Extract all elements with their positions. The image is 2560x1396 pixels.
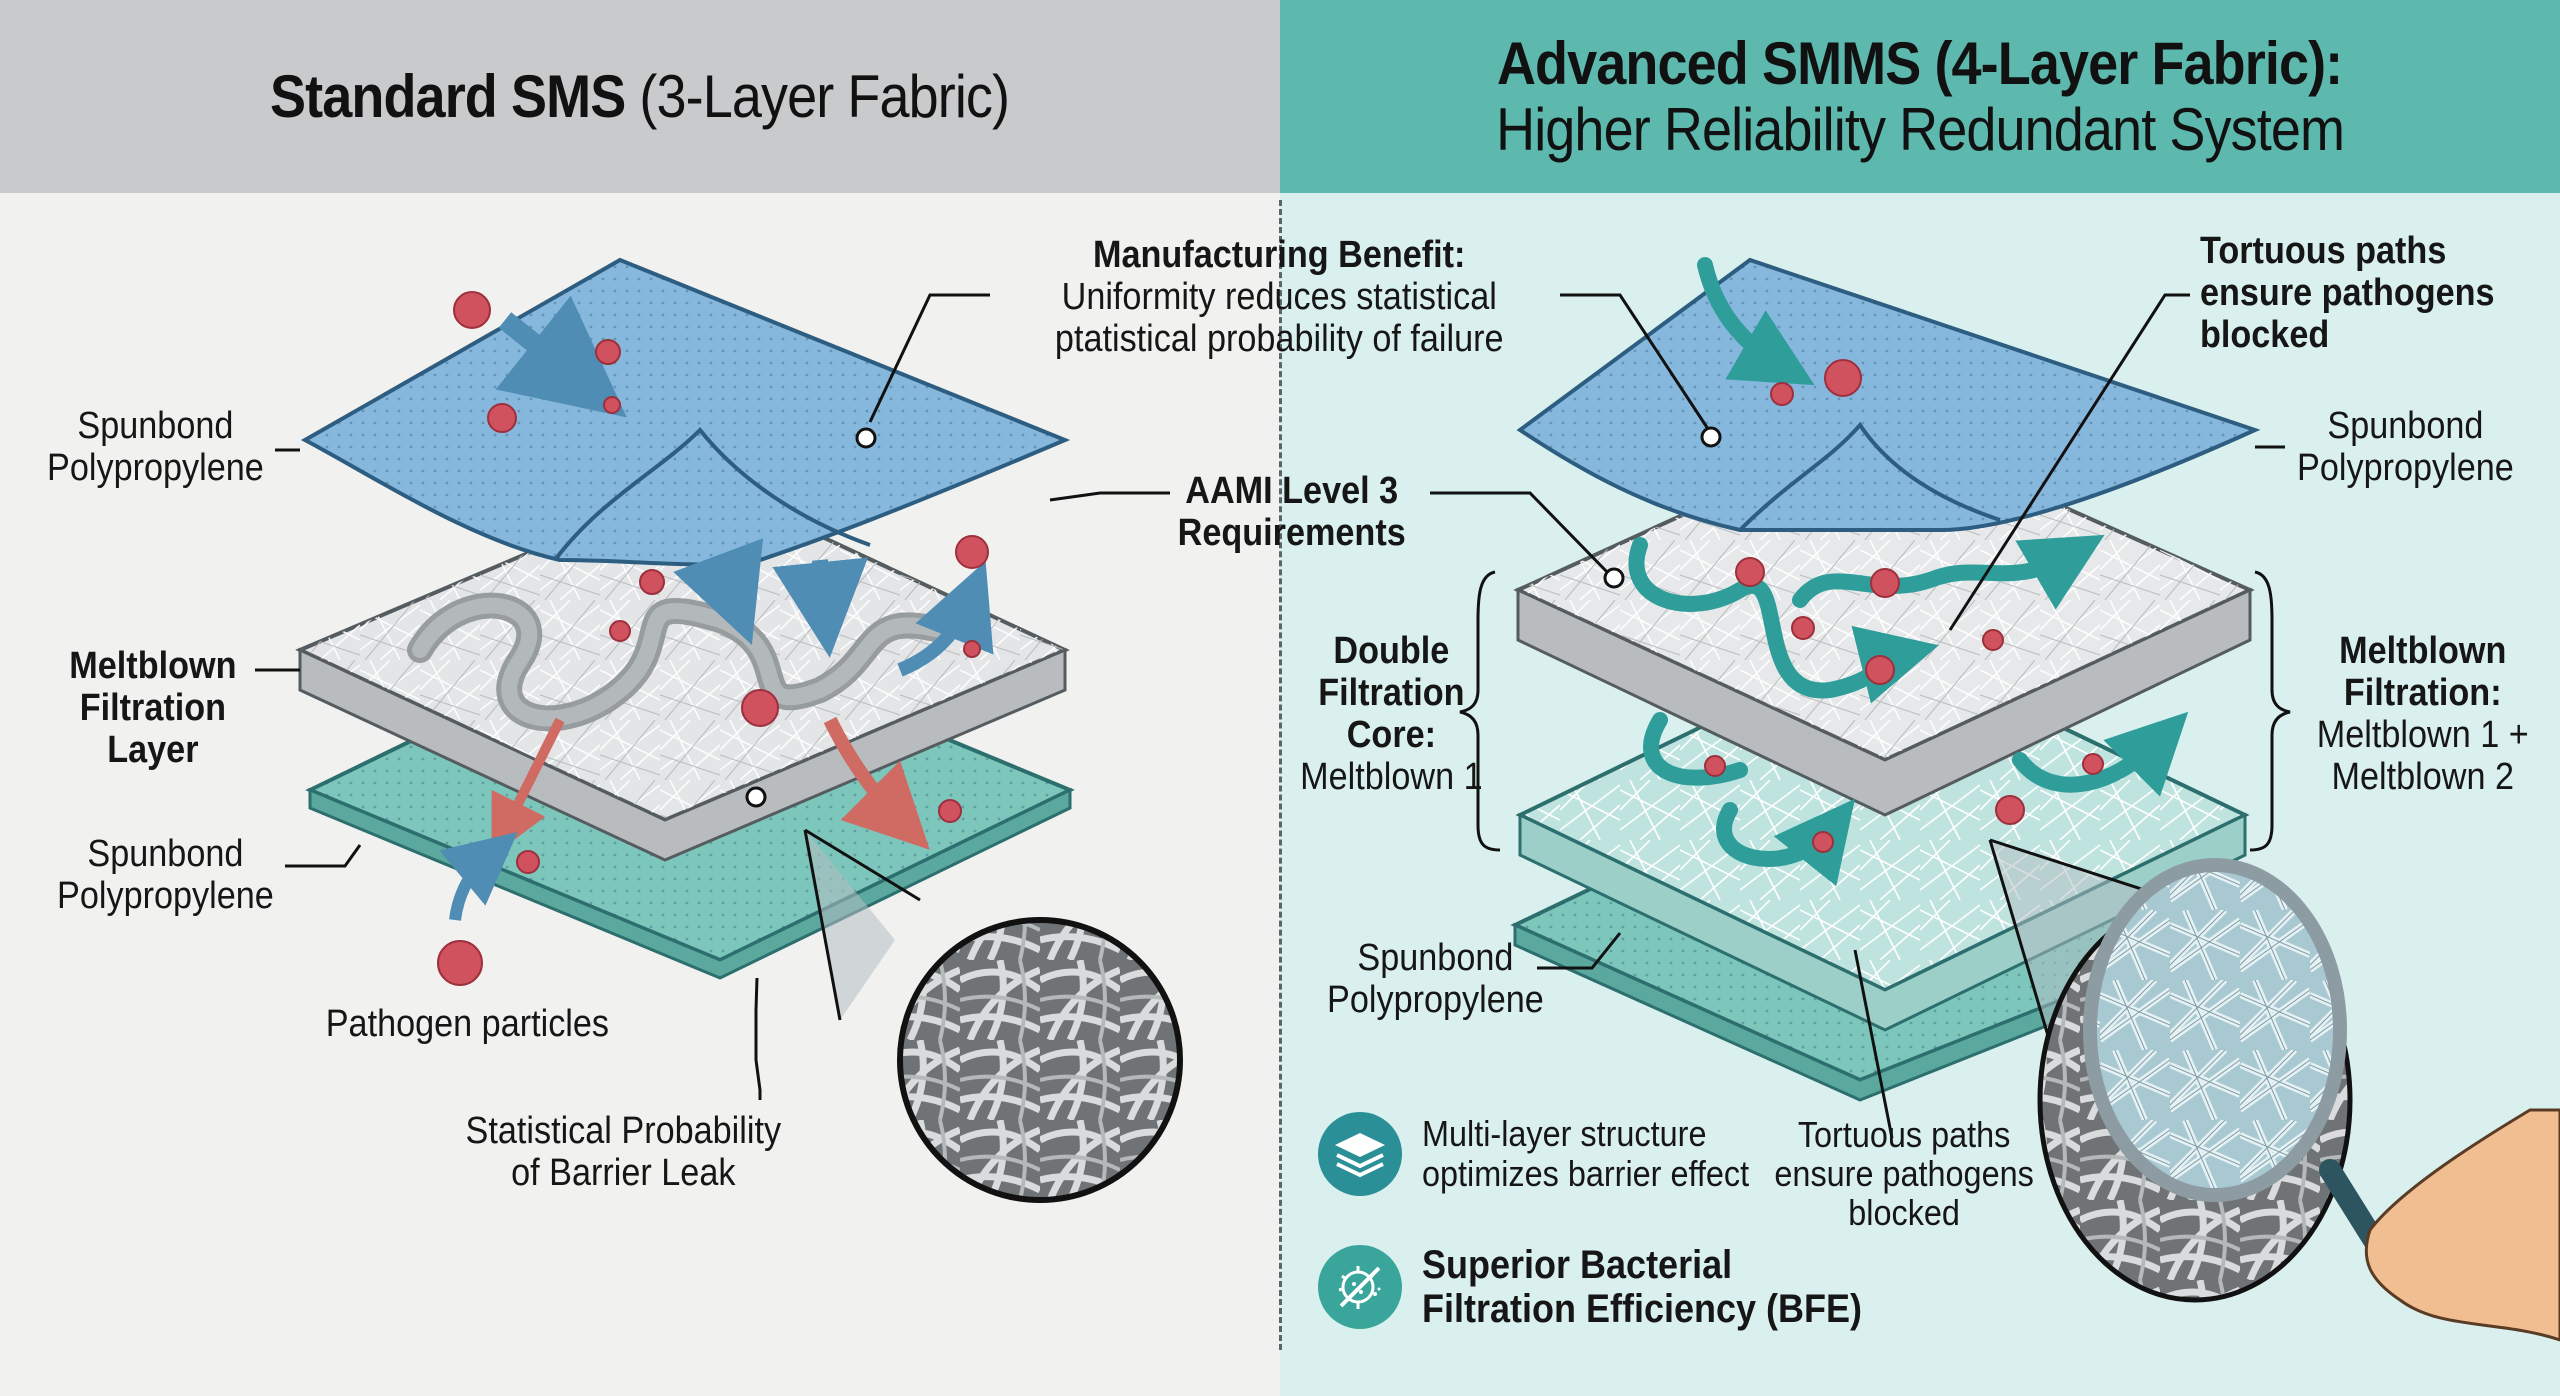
pathogen-icon <box>639 569 665 595</box>
pathogen-icons-left <box>437 291 989 986</box>
pathogen-icon <box>603 396 621 414</box>
pathogen-icon <box>938 799 962 823</box>
feature-multilayer: Multi-layer structure optimizes barrier … <box>1318 1112 1785 1196</box>
leak-arrow <box>491 717 565 857</box>
barrier-leak-label: Statistical Probability of Barrier Leak <box>465 1110 782 1194</box>
pathogen-icon <box>1812 831 1834 853</box>
pathogen-icon <box>1770 382 1794 406</box>
layers-icon <box>1318 1112 1402 1196</box>
left-spunbond-top-label: Spunbond Polypropylene <box>47 405 264 489</box>
pathogen-icon <box>487 403 517 433</box>
leak-arrow <box>823 716 930 850</box>
tortuous-paths-top-label: Tortuous paths ensure pathogens blocked <box>2200 230 2495 356</box>
magnifying-glass-icon <box>2083 858 2347 1202</box>
escape-arrow <box>897 561 994 677</box>
flow-arrow <box>673 538 764 645</box>
pathogen-icon <box>1704 755 1726 777</box>
pathogen-icon <box>963 640 981 658</box>
zoom-wedge <box>805 830 895 1020</box>
pathogen-icons-right <box>1704 359 2104 853</box>
right-top-spunbond-layer <box>1516 257 2261 533</box>
meltblown-filtration-label: Meltblown Filtration: Meltblown 1 + Melt… <box>2316 630 2529 798</box>
pathogen-icon <box>453 291 491 329</box>
pathogen-icon <box>1824 359 1862 397</box>
flow-arrow <box>772 557 868 658</box>
standard-sms-title: Standard SMS (3-Layer Fabric) <box>270 62 1010 130</box>
left-meltblown-label: Meltblown Filtration Layer <box>69 645 237 771</box>
aami-level-label: AAMI Level 3 Requirements <box>1177 470 1406 554</box>
left-spunbond-bottom-label: Spunbond Polypropylene <box>57 833 274 917</box>
panel-divider <box>1279 200 1282 1350</box>
pathogen-particles-label: Pathogen particles <box>325 1003 610 1045</box>
pathogen-arrow <box>439 831 518 921</box>
tortuous-paths-bottom-label: Tortuous paths ensure pathogens blocked <box>1774 1114 2034 1233</box>
pathogen-icon <box>595 339 621 365</box>
pathogen-icon <box>1870 568 1900 598</box>
pathogen-icon <box>516 850 540 874</box>
feature-bfe: Superior Bacterial Filtration Efficiency… <box>1318 1243 1911 1331</box>
hand-illustration <box>2364 1108 2560 1342</box>
pathogen-icon <box>437 940 483 986</box>
right-spunbond-top-label: Spunbond Polypropylene <box>2297 405 2514 489</box>
leader-lines-left <box>255 293 1170 1100</box>
standard-sms-header: Standard SMS (3-Layer Fabric) <box>0 0 1280 193</box>
pathogen-icon <box>1735 557 1765 587</box>
pathogen-icon <box>741 689 779 727</box>
double-filtration-core-label: Double Filtration Core: Meltblown 1 <box>1300 630 1483 798</box>
inflow-arrow <box>495 295 627 418</box>
pathogen-icon <box>1982 629 2004 651</box>
pathogen-icon <box>1791 616 1815 640</box>
pathogen-icon <box>955 535 989 569</box>
advanced-smms-title: Advanced SMMS (4-Layer Fabric): <box>1497 29 2343 97</box>
sem-closeup <box>897 917 1183 1203</box>
pathogen-icon <box>2082 753 2104 775</box>
left-top-spunbond-layer <box>300 257 1071 567</box>
advanced-smms-subtitle: Higher Reliability Redundant System <box>1496 95 2345 163</box>
right-spunbond-bottom-label: Spunbond Polypropylene <box>1327 937 1544 1021</box>
advanced-smms-header: Advanced SMMS (4-Layer Fabric): Higher R… <box>1280 0 2560 193</box>
pathogen-icon <box>1995 795 2025 825</box>
pathogen-icon <box>609 620 631 642</box>
feature-multilayer-text: Multi-layer structure optimizes barrier … <box>1422 1113 1750 1194</box>
leader-lines-right <box>1430 293 2291 1139</box>
manufacturing-benefit-label: Manufacturing Benefit: Uniformity reduce… <box>1054 234 1504 360</box>
feature-bfe-text: Superior Bacterial Filtration Efficiency… <box>1422 1243 1863 1331</box>
no-bacteria-icon <box>1318 1245 1402 1329</box>
pathogen-icon <box>1865 655 1895 685</box>
